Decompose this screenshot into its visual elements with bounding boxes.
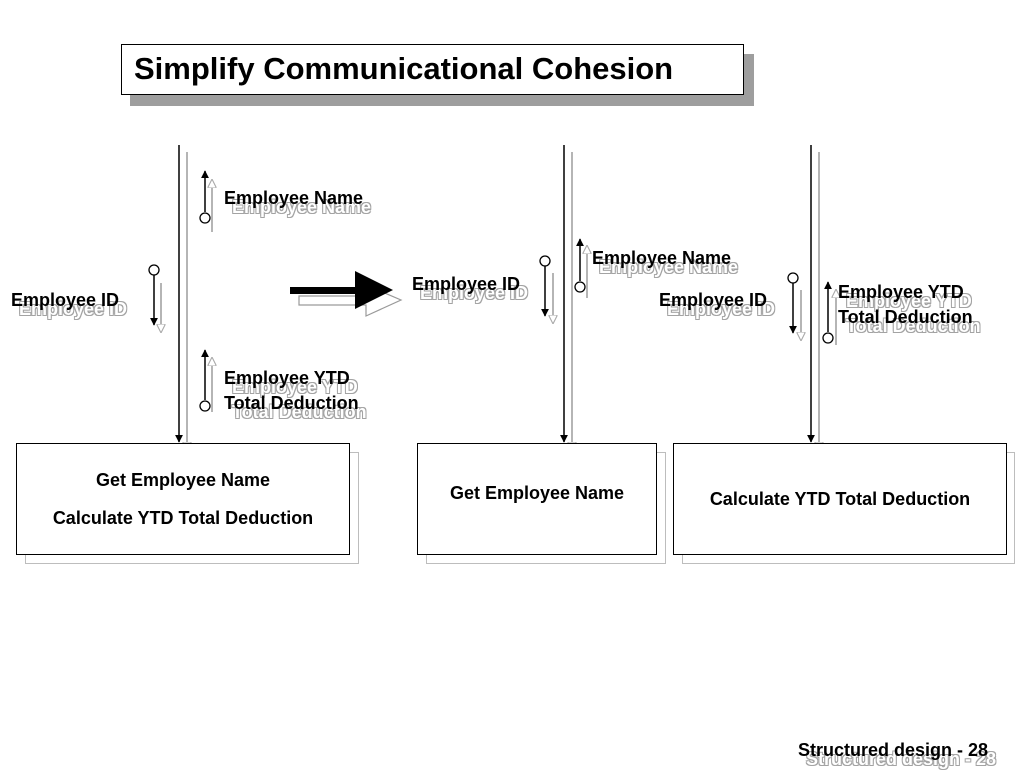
left-ytd-couple — [199, 349, 212, 412]
right-a-employee-id-label-shadow: Employee ID — [420, 283, 529, 303]
left-employee-id-label-shadow: Employee ID — [19, 299, 128, 319]
left-call-arrow — [175, 145, 187, 450]
right-b-module-label: Calculate YTD Total Deduction — [709, 489, 971, 509]
left-ytd-label-line1: Employee YTD — [224, 368, 350, 388]
left-employee-id-label: Employee ID — [11, 290, 120, 310]
right-a-employee-name-couple — [574, 238, 587, 298]
left-module-line2: Calculate YTD Total Deduction — [52, 508, 314, 528]
footer-text: Structured design - 28 — [797, 740, 988, 760]
right-b-ytd-couple — [822, 281, 836, 345]
right-b-ytd-label-line2: Total Deduction — [838, 307, 973, 327]
right-b-module-box: Calculate YTD Total Deduction — [673, 443, 1007, 555]
footer-text-shadow: Structured design - 28 — [805, 749, 996, 769]
right-b-employee-id-label: Employee ID — [659, 290, 768, 310]
right-a-employee-id-label: Employee ID — [412, 274, 521, 294]
right-a-call-arrow — [560, 145, 572, 450]
right-b-employee-id-label-shadow: Employee ID — [667, 299, 776, 319]
title-box: Simplify Communicational Cohesion — [121, 44, 744, 95]
left-ytd-label-line2: Total Deduction — [224, 393, 359, 413]
right-a-module-label: Get Employee Name — [449, 483, 625, 503]
left-module-box: Get Employee Name Calculate YTD Total De… — [16, 443, 350, 555]
right-a-employee-id-couple — [539, 255, 553, 323]
right-a-employee-name-label-shadow: Employee Name — [599, 257, 739, 277]
right-b-ytd-label-line1: Employee YTD — [838, 282, 964, 302]
transform-arrow — [290, 271, 403, 317]
left-module-line1: Get Employee Name — [95, 470, 271, 490]
left-ytd-label-line1-shadow: Employee YTD — [232, 377, 358, 397]
right-b-employee-id-couple — [787, 272, 801, 340]
right-b-ytd-label-line1-shadow: Employee YTD — [846, 291, 972, 311]
right-a-module-box: Get Employee Name — [417, 443, 657, 555]
left-ytd-label-line2-shadow: Total Deduction — [232, 402, 367, 422]
page-title: Simplify Communicational Cohesion — [134, 51, 674, 86]
right-b-ytd-label-line2-shadow: Total Deduction — [846, 316, 981, 336]
right-a-employee-name-label: Employee Name — [592, 248, 732, 268]
left-employee-name-label-shadow: Employee Name — [232, 197, 372, 217]
right-b-call-arrow — [807, 145, 819, 450]
left-employee-id-couple — [148, 264, 161, 332]
left-employee-name-label: Employee Name — [224, 188, 364, 208]
left-employee-name-couple — [199, 170, 212, 232]
